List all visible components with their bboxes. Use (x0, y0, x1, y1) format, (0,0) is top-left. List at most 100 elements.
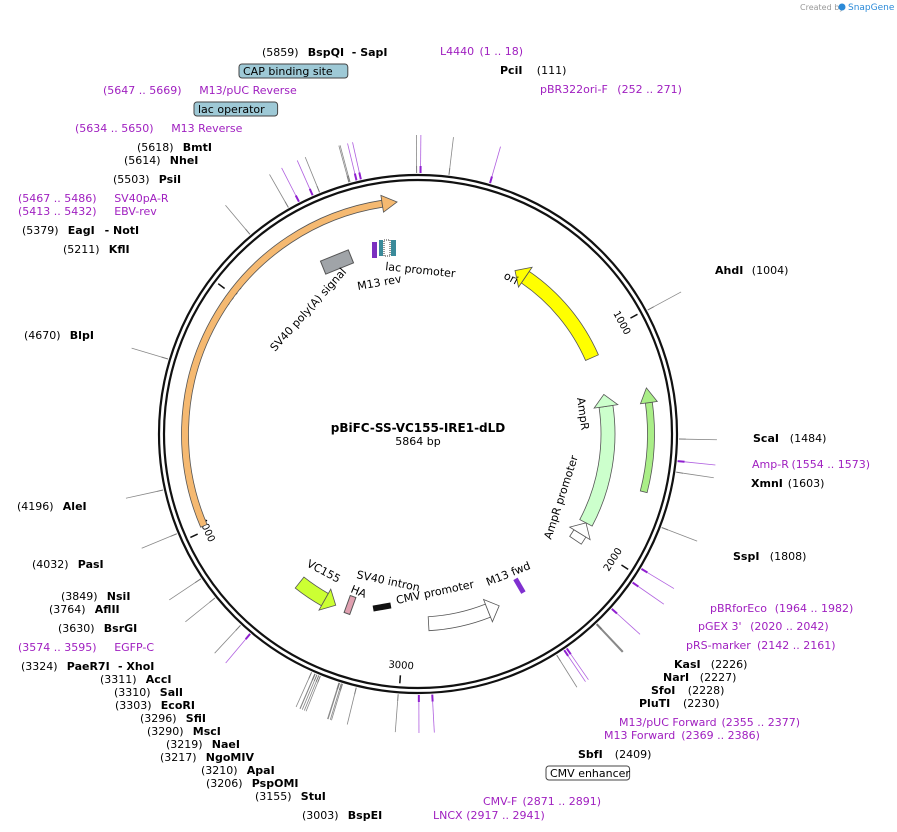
sfoi-text-1: (2228) (688, 684, 725, 697)
prs-marker-text-0: pRS-marker (686, 639, 751, 652)
psii-text-0: (5503) (113, 173, 150, 186)
site-leader-1603 (683, 472, 714, 479)
egfp-sig-feature-head (639, 387, 659, 405)
pasi-text-0: (4032) (32, 558, 69, 571)
site-marker-3584 (244, 633, 251, 640)
sfii-text-1: SfiI (186, 712, 206, 725)
site-leader-4032 (141, 536, 171, 549)
eagi-text-1: EagI (68, 224, 95, 237)
site-leader-1004 (653, 291, 682, 308)
site-marker-5379 (284, 201, 289, 208)
site-leader-5476 (296, 160, 311, 189)
plasmid-name: pBiFC-SS-VC155-IRE1-dLD (331, 421, 506, 435)
sali-text-1: SalI (160, 686, 183, 699)
vc155-feature-arrow (294, 576, 329, 607)
aflii-text-0: (3764) (49, 603, 86, 616)
sbfi-text-1: (2409) (615, 748, 652, 761)
sv40pa-r-text-0: (5467 .. 5486) (18, 192, 97, 205)
sfii-text-0: (3296) (140, 712, 177, 725)
pcii-text-0: PciI (500, 64, 522, 77)
created-by-text: Created by (800, 3, 844, 12)
ahdi-text-1: (1004) (752, 264, 789, 277)
pcii-text-1: (111) (537, 64, 567, 77)
eagi-text-2: - NotI (105, 224, 140, 237)
site-marker-3003 (397, 694, 399, 702)
l4440-text-1: (1 .. 18) (480, 45, 524, 58)
nari-text-1: (2227) (700, 671, 737, 684)
site-leader-3217 (327, 689, 338, 720)
ampr-feature-arrow (579, 404, 616, 527)
naei-text-0: (3219) (166, 738, 203, 751)
xmni-text-0: XmnI (751, 477, 783, 490)
nhei-text-0: (5614) (124, 154, 161, 167)
site-marker-2228 (596, 623, 602, 630)
site-leader-3764 (185, 602, 210, 623)
site-leader-4196 (125, 491, 157, 499)
lac-operator-block (379, 240, 383, 256)
plasmid-backbone (157, 173, 679, 695)
site-marker-261 (489, 176, 493, 184)
apai-text-0: (3210) (201, 764, 238, 777)
site-marker-3217 (336, 682, 341, 690)
amp-r-text-0: Amp-R (752, 458, 789, 471)
site-leader-5211 (225, 204, 246, 230)
tick-label-3000: 3000 (388, 659, 414, 672)
eagi-text-0: (5379) (22, 224, 59, 237)
alei-text-0: (4196) (17, 500, 54, 513)
pasi-text-1: PasI (78, 558, 104, 571)
igk-leader-feature-head (380, 194, 398, 213)
site-marker-5614 (346, 175, 350, 183)
sbfi-text-0: SbfI (578, 748, 603, 761)
pgex3-text-1: (2020 .. 2042) (750, 620, 829, 633)
m13puc-fwd-text-1: (2355 .. 2377) (722, 716, 801, 729)
site-leader-3296 (303, 681, 317, 711)
site-marker-2230 (595, 624, 602, 631)
site-marker-3324 (308, 672, 313, 679)
ecori-text-0: (3303) (115, 699, 152, 712)
site-leader-5379 (269, 174, 286, 202)
m13puc-rev-text-0: (5647 .. 5669) (103, 84, 182, 97)
site-leader-2228 (601, 629, 624, 653)
site-marker-2151 (611, 608, 618, 615)
site-leader-2409 (560, 660, 578, 688)
m13-forward-text-0: M13 Forward (604, 729, 675, 742)
backbone-inner-strand (162, 178, 674, 690)
acci-text-1: AccI (146, 673, 172, 686)
prs-marker-text-1: (2142 .. 2161) (757, 639, 836, 652)
sspi-text-1: (1808) (770, 550, 807, 563)
nari-text-0: NarI (663, 671, 689, 684)
tick-3000 (399, 675, 402, 684)
pbrforeco-text-0: pBRforEco (710, 602, 767, 615)
ha-label: HA (349, 583, 369, 601)
cap-box (238, 63, 349, 79)
site-leader-2151 (616, 613, 641, 635)
egfp-c-text-0: (3574 .. 3595) (18, 641, 97, 654)
nhei-text-1: NheI (170, 154, 199, 167)
site-leader-5658 (352, 142, 360, 173)
ampr-feature-head (593, 393, 619, 409)
bspqi-text-0: (5859) (262, 46, 299, 59)
l4440-text-0: L4440 (440, 45, 474, 58)
bmti-text-1: BmtI (183, 141, 212, 154)
ampr-promoter-feature-arrow (569, 529, 587, 545)
aflii-text-1: AflII (95, 603, 120, 616)
m13-fwd-block (513, 577, 526, 594)
site-leader-2230 (600, 629, 623, 653)
snapgene-brand: SnapGene (848, 3, 895, 13)
pspomi-text-1: PspOMI (252, 777, 299, 790)
site-marker-1563 (677, 460, 685, 463)
site-marker-2366 (565, 647, 572, 655)
amp-r-text-1: (1554 .. 1573) (792, 458, 871, 471)
label-leader-lines (125, 135, 717, 733)
pgex3-text-0: pGEX 3' (698, 620, 742, 633)
site-marker-1808 (661, 527, 669, 531)
site-marker-3849 (194, 578, 202, 584)
sv40-intron-block (372, 602, 392, 612)
sfoi-text-0: SfoI (651, 684, 675, 697)
site-marker-2377 (563, 649, 569, 657)
tick-1000 (630, 313, 638, 319)
tick-2000 (621, 564, 629, 570)
ampr-promoter-feature-head (568, 522, 591, 541)
